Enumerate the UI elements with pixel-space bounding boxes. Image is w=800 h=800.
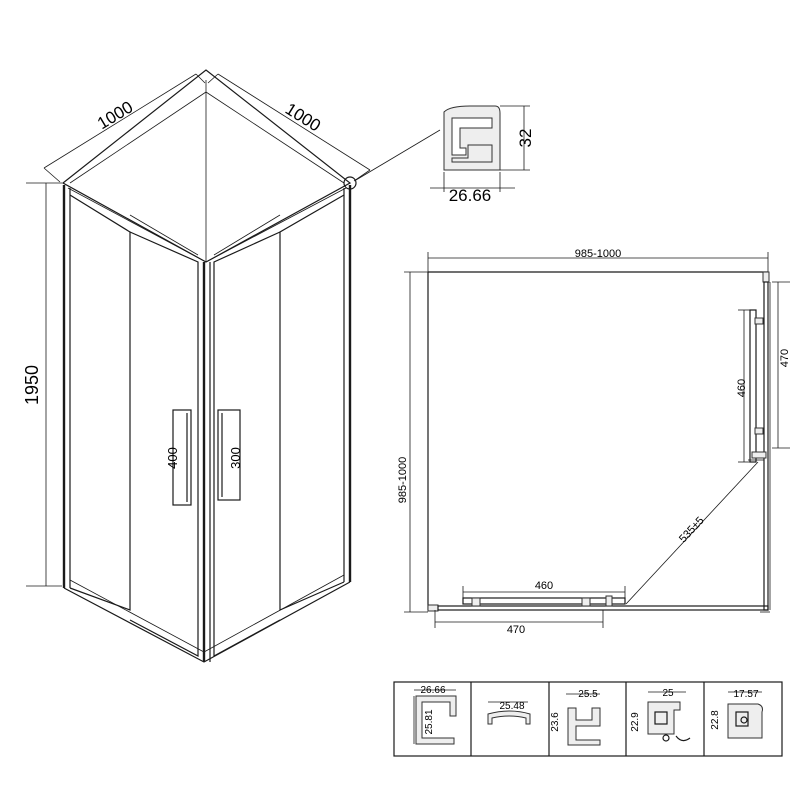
left-sliding-panel [129, 231, 199, 657]
profile-5-width: 17.57 [733, 689, 758, 700]
profile-3-height: 23.6 [550, 712, 561, 732]
plan-dim-diagonal: 535±5 [677, 515, 707, 546]
roof-crease [69, 91, 207, 184]
plan-diagonal-entry [625, 461, 759, 605]
dim-right-width-line [217, 73, 371, 171]
right-sliding-panel [213, 231, 281, 658]
profile-cell-1: 26.66 25.81 [413, 685, 457, 745]
leader-line [355, 129, 441, 181]
right-top-rail [213, 214, 281, 256]
plan-bottom-door-panel [462, 597, 626, 605]
plan-dim-bottom-fixed: 470 [507, 624, 525, 636]
profile-dim-height: 32 [516, 129, 535, 148]
profile-cell-2: 25.48 [487, 701, 531, 725]
bottom-inner [69, 574, 345, 653]
handle-left[interactable] [172, 409, 192, 506]
dim-handle-right: 300 [228, 447, 243, 469]
left-top-rail [129, 214, 199, 256]
top-outline [61, 69, 352, 263]
plan-bottom-corner-post [427, 604, 439, 612]
roof-crease [205, 91, 345, 184]
plan-right-fixed-panel [763, 281, 769, 611]
top-inner-edge [67, 187, 347, 263]
handle-right[interactable] [217, 409, 241, 501]
dim-left-width-line [43, 73, 197, 169]
profile-shape [443, 105, 501, 171]
profile-cell-4: 25 22.9 [630, 688, 691, 742]
corner-detail-marker [343, 176, 357, 190]
plan-view: 985-1000 985-1000 470 460 [397, 248, 791, 636]
plan-dim-bottom-door: 460 [535, 580, 553, 592]
profile-4-height: 22.9 [630, 712, 641, 732]
plan-dim-depth: 985-1000 [397, 457, 409, 504]
profile-cell-3: 25.5 23.6 [550, 689, 601, 746]
profile-1-height: 25.81 [424, 709, 435, 734]
plan-bottom-fixed-panel [437, 605, 769, 611]
plan-right-corner-post [762, 271, 770, 283]
plan-dim-right-fixed: 470 [779, 349, 791, 367]
profile-1-width: 26.66 [420, 685, 445, 696]
profile-dim-width: 26.66 [449, 186, 492, 205]
dim-height: 1950 [22, 365, 42, 405]
dim-right-width: 1000 [282, 99, 324, 135]
profile-table-frame [393, 681, 783, 757]
bottom-outline [63, 581, 351, 663]
profile-4-width: 25 [662, 688, 674, 699]
left-fixed-panel [69, 194, 131, 611]
plan-right-door-panel [749, 309, 757, 463]
profile-3-width: 25.5 [578, 689, 598, 700]
profile-2-width: 25.48 [499, 701, 524, 712]
plan-dim-right-door: 460 [736, 379, 748, 397]
profile-5-height: 22.8 [710, 710, 721, 730]
profile-cell-5: 17.57 22.8 [710, 689, 763, 739]
isometric-view: 1000 1000 1950 400 300 [22, 69, 371, 663]
dim-handle-left: 400 [165, 447, 180, 469]
dim-left-width: 1000 [94, 97, 136, 133]
right-fixed-panel [279, 194, 345, 611]
plan-dim-width: 985-1000 [575, 248, 622, 260]
profile-detail: 32 26.66 [355, 105, 535, 205]
profile-table: 26.66 25.81 25.48 25.5 23.6 25 22.9 [393, 681, 783, 757]
